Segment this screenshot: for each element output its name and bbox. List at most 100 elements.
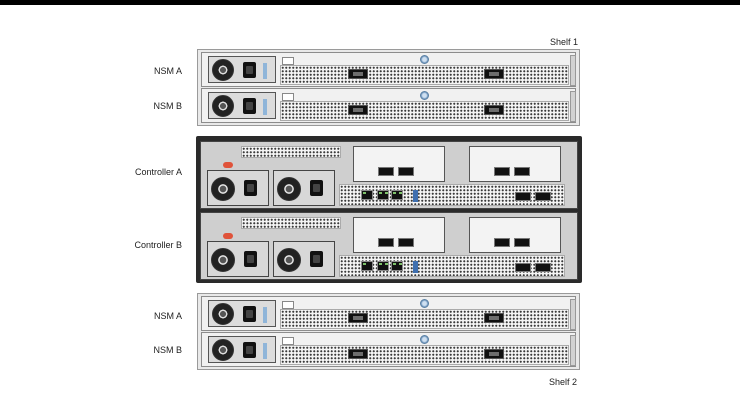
top-vent: [241, 146, 341, 158]
fan-icon: [212, 59, 234, 81]
fan-icon: [211, 248, 235, 272]
power-supply-1: [207, 170, 269, 206]
ethernet-port-1: [377, 190, 389, 200]
shelf-1-nsm-a-label: NSM A: [153, 66, 182, 76]
fan-icon: [212, 339, 234, 361]
controller-a-module: [200, 141, 578, 209]
module-tag: [282, 301, 294, 309]
fan-icon: [211, 177, 235, 201]
power-supply: [208, 56, 276, 83]
io-card-1: [353, 217, 445, 253]
sfp-port: [535, 263, 551, 272]
ethernet-port-2: [391, 190, 403, 200]
shelf-1-nsm-b-module: [201, 88, 576, 123]
power-socket-icon: [244, 251, 257, 267]
thumbscrew-icon: [420, 55, 429, 64]
power-supply: [208, 300, 276, 327]
controller-chassis: [196, 136, 582, 283]
power-socket-icon: [243, 62, 256, 78]
shelf-2-chassis: [197, 293, 580, 370]
vent-grille: [280, 309, 569, 329]
rack-ear: [570, 335, 576, 366]
vent-grille: [339, 184, 565, 206]
thumbscrew-icon: [420, 91, 429, 100]
fan-icon: [212, 95, 234, 117]
release-tab: [263, 307, 267, 323]
sas-port-2: [484, 69, 504, 79]
rack-ear: [570, 55, 576, 86]
io-card-1: [353, 146, 445, 182]
fault-led: [223, 162, 233, 168]
ethernet-port-2: [391, 261, 403, 271]
controller-b-module: [200, 212, 578, 280]
power-socket-icon: [243, 342, 256, 358]
sas-port-1: [348, 349, 368, 359]
sfp-port: [515, 192, 531, 201]
fan-icon: [277, 177, 301, 201]
shelf-2-nsm-b-label: NSM B: [153, 345, 182, 355]
power-socket-icon: [243, 98, 256, 114]
sfp-port: [378, 167, 394, 176]
shelf-2-nsm-a-module: [201, 296, 576, 331]
sas-port-1: [348, 105, 368, 115]
sas-port-2: [484, 349, 504, 359]
power-socket-icon: [310, 180, 323, 196]
power-socket-icon: [244, 180, 257, 196]
shelf-1-nsm-b-label: NSM B: [153, 101, 182, 111]
rack-ear: [570, 91, 576, 122]
sfp-port: [494, 167, 510, 176]
fan-icon: [277, 248, 301, 272]
vent-grille: [339, 255, 565, 277]
sas-port-1: [348, 313, 368, 323]
shelf-1-chassis: [197, 49, 580, 126]
vent-grille: [280, 65, 569, 85]
sfp-port: [398, 167, 414, 176]
power-socket-icon: [310, 251, 323, 267]
sfp-port: [398, 238, 414, 247]
sfp-port: [515, 263, 531, 272]
shelf-2-nsm-b-module: [201, 332, 576, 367]
sfp-port: [514, 238, 530, 247]
sas-port-2: [484, 105, 504, 115]
shelf-1-label: Shelf 1: [550, 37, 579, 47]
power-supply: [208, 336, 276, 363]
sfp-port: [535, 192, 551, 201]
shelf-2-nsm-a-label: NSM A: [153, 311, 182, 321]
release-tab: [263, 99, 267, 115]
rack-ear: [570, 299, 576, 330]
sfp-port: [494, 238, 510, 247]
shelf-2-label: Shelf 2: [549, 377, 578, 387]
sfp-port: [514, 167, 530, 176]
controller-a-label: Controller A: [134, 167, 182, 177]
sas-port-1: [348, 69, 368, 79]
usb-port: [413, 190, 418, 202]
management-port: [361, 190, 373, 200]
io-card-2: [469, 146, 561, 182]
thumbscrew-icon: [420, 299, 429, 308]
power-supply: [208, 92, 276, 119]
module-tag: [282, 337, 294, 345]
fault-led: [223, 233, 233, 239]
thumbscrew-icon: [420, 335, 429, 344]
ethernet-port-1: [377, 261, 389, 271]
io-card-2: [469, 217, 561, 253]
module-tag: [282, 93, 294, 101]
power-supply-2: [273, 170, 335, 206]
top-bar: [0, 0, 740, 5]
power-socket-icon: [243, 306, 256, 322]
top-vent: [241, 217, 341, 229]
usb-port: [413, 261, 418, 273]
module-tag: [282, 57, 294, 65]
release-tab: [263, 63, 267, 79]
sfp-port: [378, 238, 394, 247]
power-supply-1: [207, 241, 269, 277]
shelf-1-nsm-a-module: [201, 52, 576, 87]
release-tab: [263, 343, 267, 359]
vent-grille: [280, 345, 569, 365]
vent-grille: [280, 101, 569, 121]
power-supply-2: [273, 241, 335, 277]
management-port: [361, 261, 373, 271]
fan-icon: [212, 303, 234, 325]
sas-port-2: [484, 313, 504, 323]
controller-b-label: Controller B: [134, 240, 182, 250]
